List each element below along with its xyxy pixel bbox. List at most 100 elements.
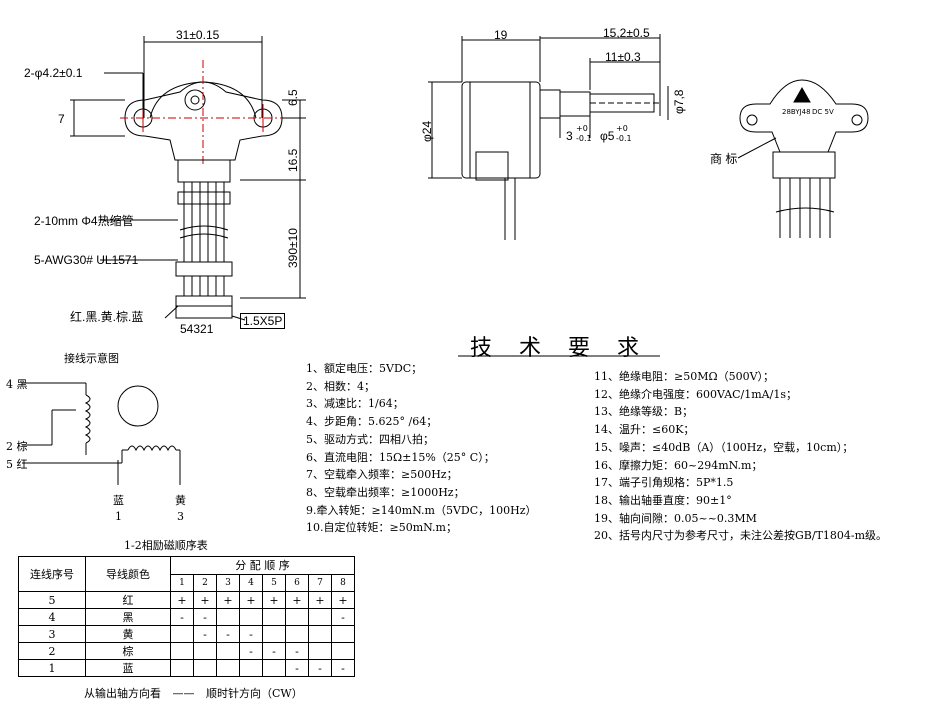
step-cell: - <box>285 659 309 677</box>
step-cell <box>285 608 309 626</box>
spec-item: 8、空载牵出频率：≥1000Hz； <box>306 485 465 499</box>
table-row: 5 红 + + + + + + + + <box>18 591 355 609</box>
sequence-title: 1-2相励磁顺序表 <box>124 539 208 552</box>
wire-no: 1 <box>18 659 86 677</box>
step-cell: - <box>239 625 263 643</box>
step-cell: + <box>193 591 217 609</box>
step-cell <box>170 625 194 643</box>
step-header: 1 <box>170 573 194 592</box>
step-cell: - <box>170 608 194 626</box>
spec-item: 2、相数：4； <box>306 379 375 393</box>
step-header: 5 <box>262 573 286 592</box>
step-header: 2 <box>193 573 217 592</box>
step-cell: + <box>239 591 263 609</box>
dim-shaft-5: φ5 <box>600 129 615 143</box>
col-header-order: 分 配 顺 序 <box>170 556 355 575</box>
wire-color: 红 <box>85 591 171 609</box>
spec-title: 技 术 要 求 <box>470 336 649 361</box>
step-header: 8 <box>331 573 355 592</box>
step-cell <box>193 642 217 660</box>
step-cell: + <box>170 591 194 609</box>
dim-lead-length: 390±10 <box>286 228 300 268</box>
spec-item: 10.自定位转矩：≥50mN.m； <box>306 521 457 535</box>
trademark-label: 商 标 <box>710 152 738 166</box>
dim-shaft-5-tol-top: +0 <box>616 124 628 133</box>
wire-color: 黑 <box>85 608 171 626</box>
dim-shaft-5-tol-bot: -0.1 <box>616 134 632 143</box>
spec-item: 14、温升：≤60K； <box>594 423 695 437</box>
step-cell: - <box>239 642 263 660</box>
spec-list-right: 11、绝缘电阻：≥50MΩ（500V）； 12、绝缘介电强度：600VAC/1m… <box>594 368 887 545</box>
spec-item: 19、轴向间隙：0.05~~0.3MM <box>594 511 757 525</box>
caption-left: 从输出轴方向看 <box>84 687 161 700</box>
dim-hole: 2-φ4.2±0.1 <box>24 66 83 80</box>
dim-length-19: 19 <box>494 28 508 42</box>
wire-4-black: 4 黑 <box>6 378 28 391</box>
spec-item: 7、空载牵入频率：≥500Hz； <box>306 468 458 482</box>
wire-no: 4 <box>18 608 86 626</box>
dim-offset-7: 7 <box>58 112 65 126</box>
step-cell: + <box>262 591 286 609</box>
dim-shaft-3-tol-bot: -0.1 <box>576 134 592 143</box>
spec-item: 9.牵入转矩：≥140mN.m（5VDC，100Hz） <box>306 503 537 517</box>
step-cell: + <box>331 591 355 609</box>
step-cell <box>216 659 240 677</box>
dim-width-31: 31±0.15 <box>176 28 220 42</box>
spec-list-left: 1、额定电压：5VDC； 2、相数：4； 3、减速比：1/64； 4、步距角：5… <box>306 360 537 537</box>
step-cell <box>331 642 355 660</box>
dim-shaft-3-tol-top: +0 <box>576 124 588 133</box>
spec-item: 5、驱动方式：四相八拍； <box>306 432 434 446</box>
spec-item: 3、减速比：1/64； <box>306 397 404 411</box>
spec-item: 12、绝缘介电强度：600VAC/1mA/1s； <box>594 387 797 401</box>
spec-item: 17、端子引角规格：5P*1.5 <box>594 476 734 490</box>
dim-shaft-3: 3 <box>566 129 573 143</box>
wire-blue-label: 蓝 <box>113 494 124 507</box>
wire-2-brown: 2 棕 <box>6 440 28 453</box>
direction-caption: 从输出轴方向看 —— 顺时针方向（CW） <box>84 685 303 701</box>
table-row: 2 棕 - - - <box>18 642 355 660</box>
step-cell <box>216 608 240 626</box>
step-cell <box>262 625 286 643</box>
wire-no: 3 <box>18 625 86 643</box>
spec-item: 11、绝缘电阻：≥50MΩ（500V）； <box>594 370 775 383</box>
connector-pins: 54321 <box>180 322 214 336</box>
step-cell <box>239 608 263 626</box>
step-cell: - <box>262 642 286 660</box>
wire-color: 棕 <box>85 642 171 660</box>
excitation-sequence-table: 连线序号 导线颜色 分 配 顺 序 1 2 3 4 5 6 7 8 5 红 + … <box>18 556 355 677</box>
step-cell: - <box>193 625 217 643</box>
wire-yellow-label: 黄 <box>175 494 186 507</box>
step-cell <box>170 659 194 677</box>
wire-5-red: 5 红 <box>6 458 28 471</box>
spec-item: 15、噪声：≤40dB（A）（100Hz，空载，10cm）； <box>594 440 854 454</box>
step-cell: + <box>308 591 332 609</box>
step-cell: - <box>216 625 240 643</box>
shrink-tube-label: 2-10mm Φ4热缩管 <box>34 214 134 228</box>
wire-color: 黄 <box>85 625 171 643</box>
spec-item: 16、摩擦力矩：60~294mN.m； <box>594 458 763 472</box>
wire-no: 5 <box>18 591 86 609</box>
spec-item: 1、额定电压：5VDC； <box>306 362 423 375</box>
col-header-color: 导线颜色 <box>85 556 171 592</box>
spec-item: 13、绝缘等级：B； <box>594 405 694 419</box>
wire-color: 蓝 <box>85 659 171 677</box>
step-cell: - <box>285 642 309 660</box>
step-cell <box>308 642 332 660</box>
dim-diameter-24: φ24 <box>420 120 434 142</box>
table-row: 3 黄 - - - <box>18 625 355 643</box>
dim-h-165: 16.5 <box>286 148 300 172</box>
wire-colors-label: 红.黑.黄.棕.蓝 <box>70 310 144 324</box>
spec-item: 18、输出轴垂直度：90±1° <box>594 493 732 507</box>
step-cell <box>193 659 217 677</box>
wire-yellow-number: 3 <box>177 510 184 523</box>
spec-item: 6、直流电阻：15Ω±15%（25° C）； <box>306 450 495 464</box>
wire-no: 2 <box>18 642 86 660</box>
step-header: 6 <box>285 573 309 592</box>
step-cell <box>262 659 286 677</box>
step-cell: + <box>285 591 309 609</box>
caption-right: 顺时针方向（CW） <box>206 687 303 700</box>
step-header: 3 <box>216 573 240 592</box>
step-cell <box>308 608 332 626</box>
step-cell <box>331 625 355 643</box>
